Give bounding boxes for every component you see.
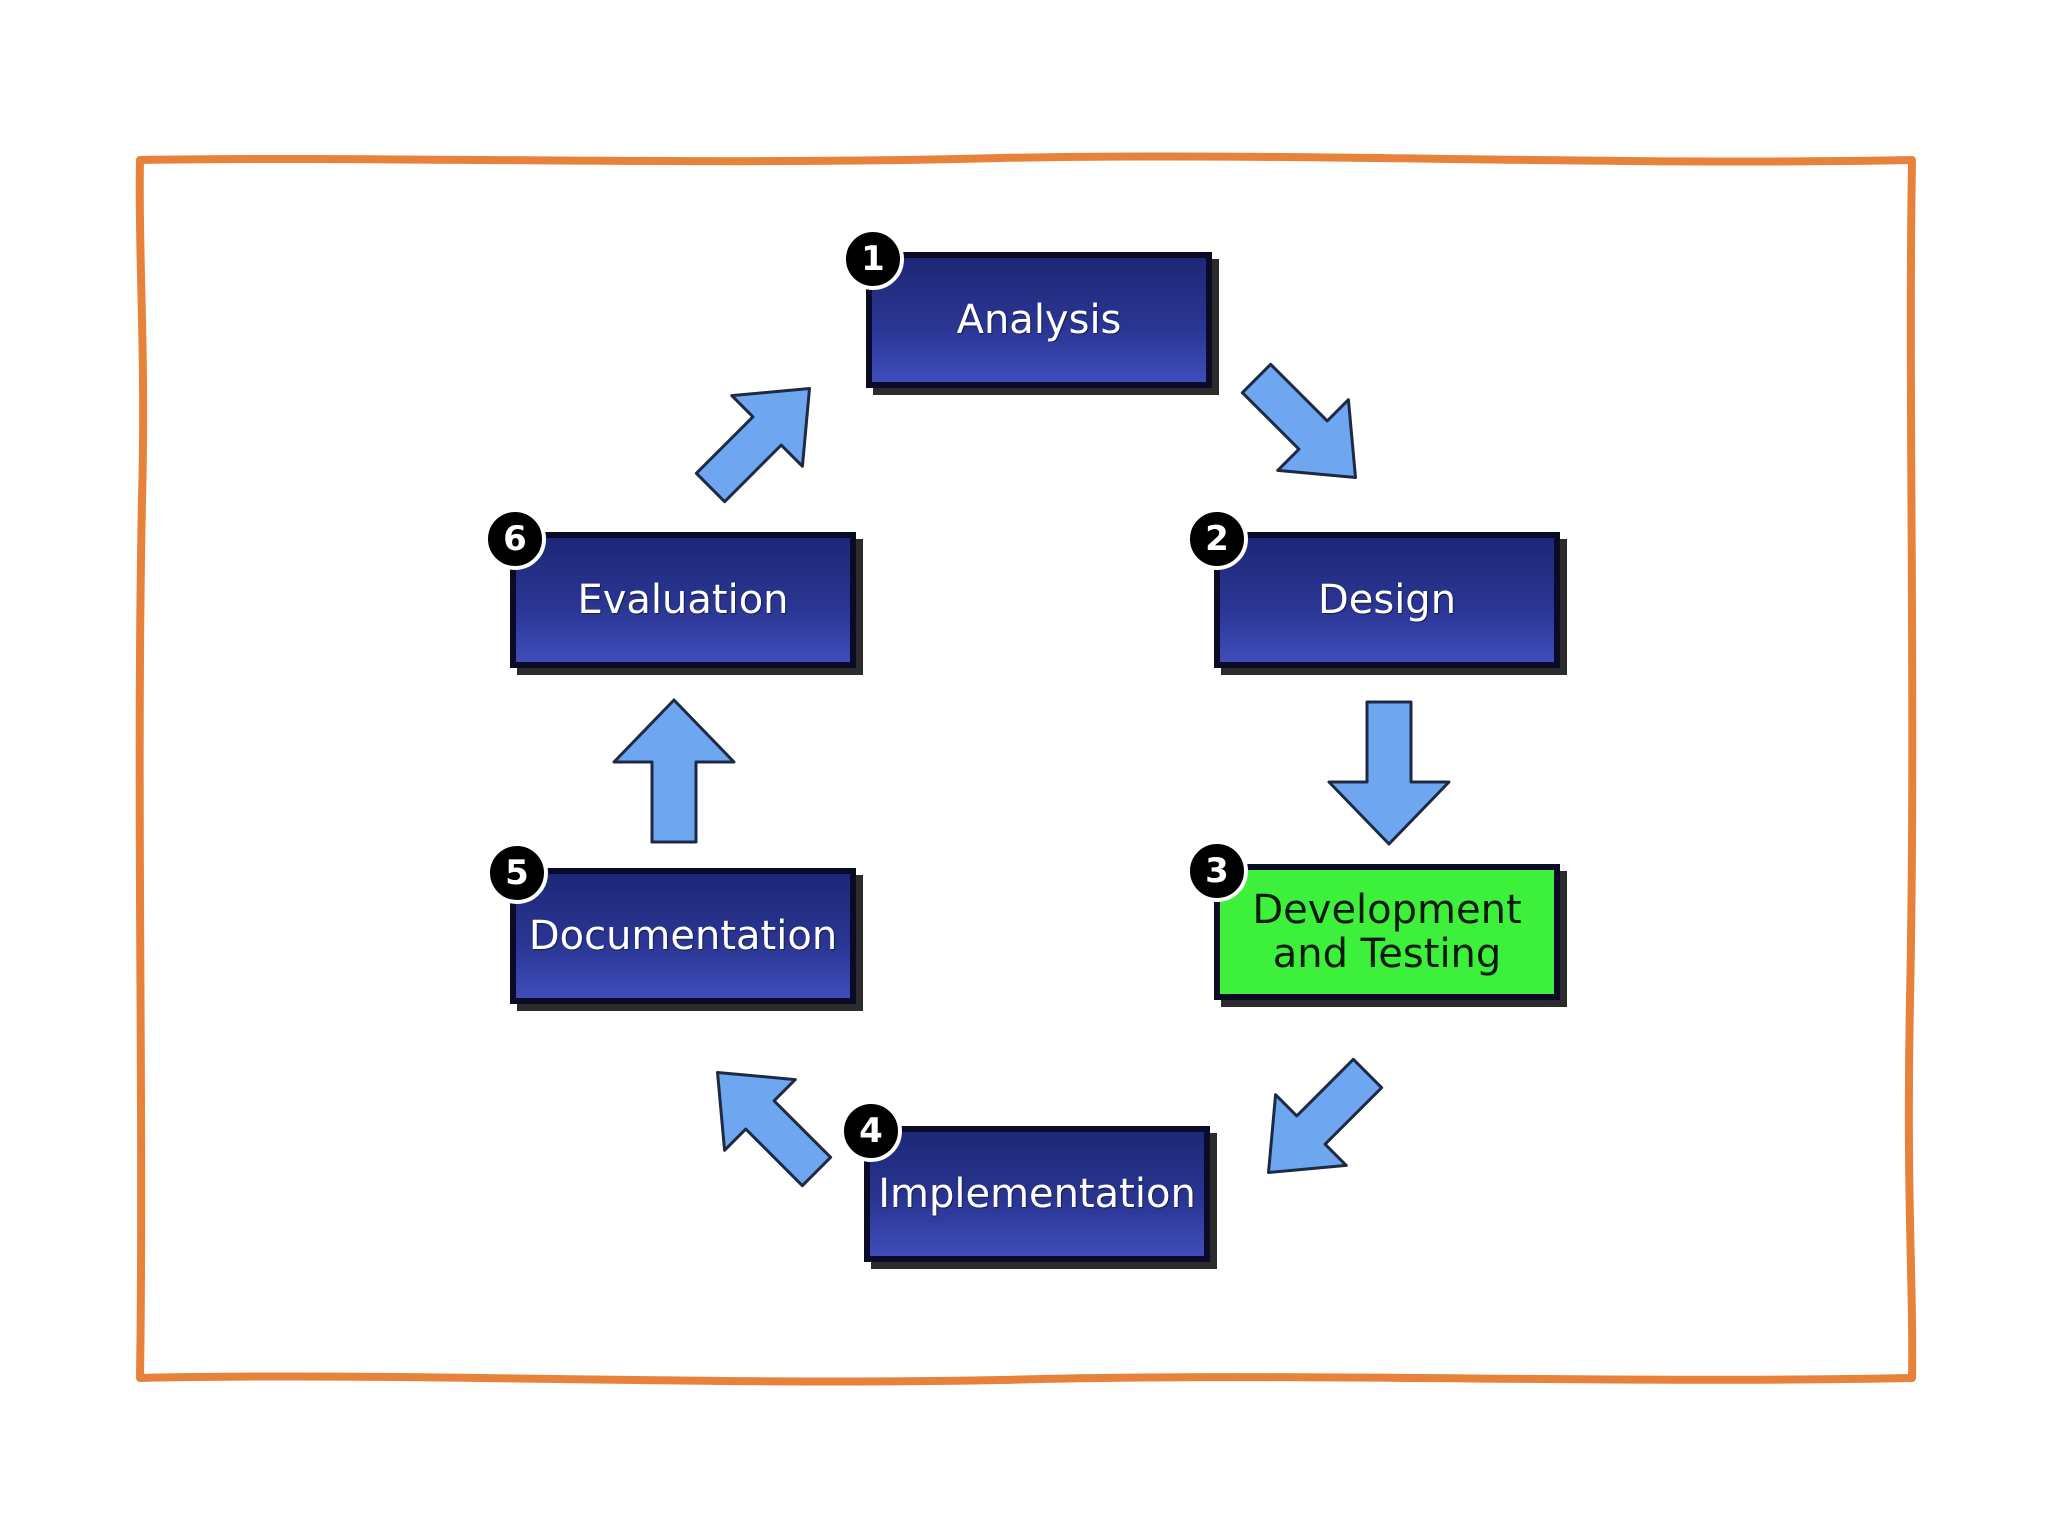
arrow-documentation-to-evaluation <box>612 698 736 844</box>
stage-development-and-testing-label: Development and Testing <box>1252 887 1522 977</box>
stage-4-badge: 4 <box>840 1100 902 1162</box>
stage-implementation: Implementation <box>864 1126 1210 1262</box>
arrow-analysis-to-design <box>1240 362 1357 479</box>
stage-design-label: Design <box>1317 577 1457 623</box>
stage-implementation-label: Implementation <box>878 1171 1196 1217</box>
arrow-implementation-to-documentation <box>716 1071 833 1188</box>
stage-3-badge: 3 <box>1186 840 1248 902</box>
arrow-evaluation-to-analysis <box>694 387 811 504</box>
stage-2-badge: 2 <box>1186 508 1248 570</box>
stage-design: Design <box>1214 532 1560 668</box>
arrow-development-to-implementation <box>1267 1057 1384 1174</box>
frame-border <box>135 152 1917 1386</box>
stage-analysis-label: Analysis <box>956 297 1122 343</box>
stage-evaluation-label: Evaluation <box>577 577 789 623</box>
stage-1-badge: 1 <box>842 228 904 290</box>
stage-documentation: Documentation <box>510 868 856 1004</box>
stage-analysis: Analysis <box>866 252 1212 388</box>
stage-documentation-label: Documentation <box>528 913 838 959</box>
arrow-design-to-development <box>1327 700 1451 846</box>
stage-evaluation: Evaluation <box>510 532 856 668</box>
stage-5-badge: 5 <box>486 842 548 904</box>
stage-development-and-testing: Development and Testing <box>1214 864 1560 1000</box>
stage-6-badge: 6 <box>484 508 546 570</box>
